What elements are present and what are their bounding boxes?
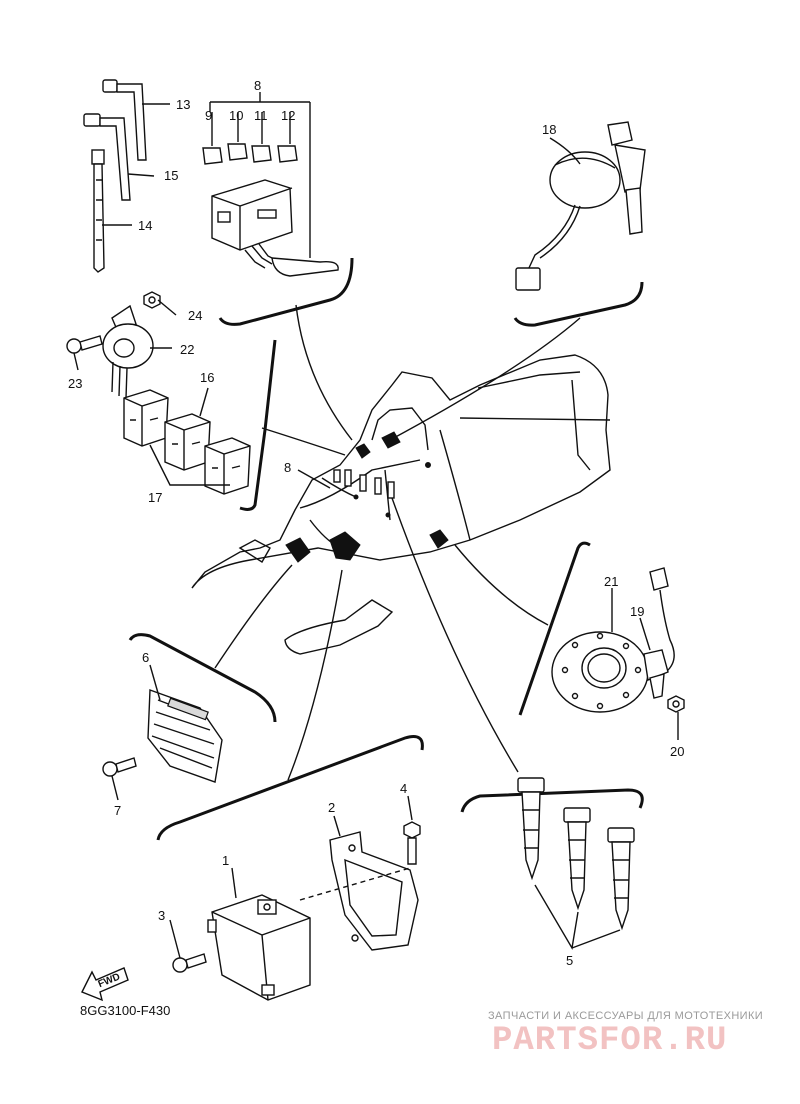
callout-3: 3 [158,908,165,923]
bracket-coil-group [460,788,644,813]
bracket-fuse-group [218,257,354,326]
callout-8: 8 [254,78,261,93]
watermark-tagline: ЗАПЧАСТИ И АКСЕССУАРЫ ДЛЯ МОТОТЕХНИКИ [488,1010,764,1022]
bolt-20 [667,695,685,713]
callout-23: 23 [68,376,82,391]
fuse-11 [251,145,272,163]
leader-regulator [214,564,293,669]
leader-switch [389,317,581,441]
leader-pickup [454,544,549,626]
snowmobile-outline [191,354,611,655]
callout-19: 19 [630,604,644,619]
fwd-arrow: FWD [81,967,129,1002]
callout-14: 14 [138,218,152,233]
ignition-coil-b [563,807,591,911]
callout-22: 22 [180,342,194,357]
fuse-10 [227,143,248,161]
callout-21: 21 [604,574,618,589]
callout-4: 4 [400,781,407,796]
ignition-coil-c [607,827,635,931]
regulator-6 [147,689,223,783]
sensor-22 [102,304,154,399]
cdi-unit-1 [207,894,311,1001]
assembly-line-cdi [299,867,411,901]
callout-numbers: 13 15 14 8 9 10 11 12 18 24 22 23 16 17 … [68,78,684,968]
callout-15: 15 [164,168,178,183]
leader-5 [534,884,621,951]
callout-5: 5 [566,953,573,968]
rotor-plate-21 [551,631,649,713]
fuse-9 [202,147,223,165]
ignition-coil-a [517,777,545,881]
leader-sensor [261,427,346,456]
callout-17: 17 [148,490,162,505]
pickup-coil-19 [643,567,675,699]
cable-clamp-13 [102,79,147,161]
callout-16: 16 [200,370,214,385]
fuse-12 [277,145,298,163]
leader-cdi [287,569,343,781]
callout-2: 2 [328,800,335,815]
leader-coil [391,497,519,773]
leader-fuse [295,304,353,441]
mount-bracket-2 [329,831,419,951]
bolt-3 [172,953,207,973]
bolt-4 [403,821,421,865]
callout-20: 20 [670,744,684,759]
diagram-code: 8GG3100-F430 [80,1003,171,1018]
bolt-23 [66,335,103,354]
callout-6: 6 [142,650,149,665]
cable-tie-14 [91,149,105,273]
relay-16 [164,413,211,471]
bolt-7 [102,757,137,777]
relay-17a [123,389,169,447]
main-switch-18 [515,121,646,291]
callout-8-vehicle: 8 [284,460,291,475]
callout-10: 10 [229,108,243,123]
callout-12: 12 [281,108,295,123]
cable-clamp-15 [83,113,131,201]
callout-18: 18 [542,122,556,137]
callout-7: 7 [114,803,121,818]
bracket-pickup-group [518,541,591,716]
fuse-box-8 [211,179,339,277]
callout-9: 9 [205,108,212,123]
bracket-sensor-group [239,339,277,511]
relay-17b [204,437,251,495]
callout-11: 11 [254,108,268,123]
callout-leaders [73,103,679,959]
fuse-bracket-8 [209,92,311,258]
callout-24: 24 [188,308,202,323]
bracket-regulator-group [128,633,277,723]
nut-24 [143,291,161,309]
bracket-switch-group [513,281,644,327]
callout-1: 1 [222,853,229,868]
watermark-logo: PARTSFOR.RU [492,1022,728,1060]
callout-13: 13 [176,97,190,112]
bracket-cdi-group [156,735,424,841]
